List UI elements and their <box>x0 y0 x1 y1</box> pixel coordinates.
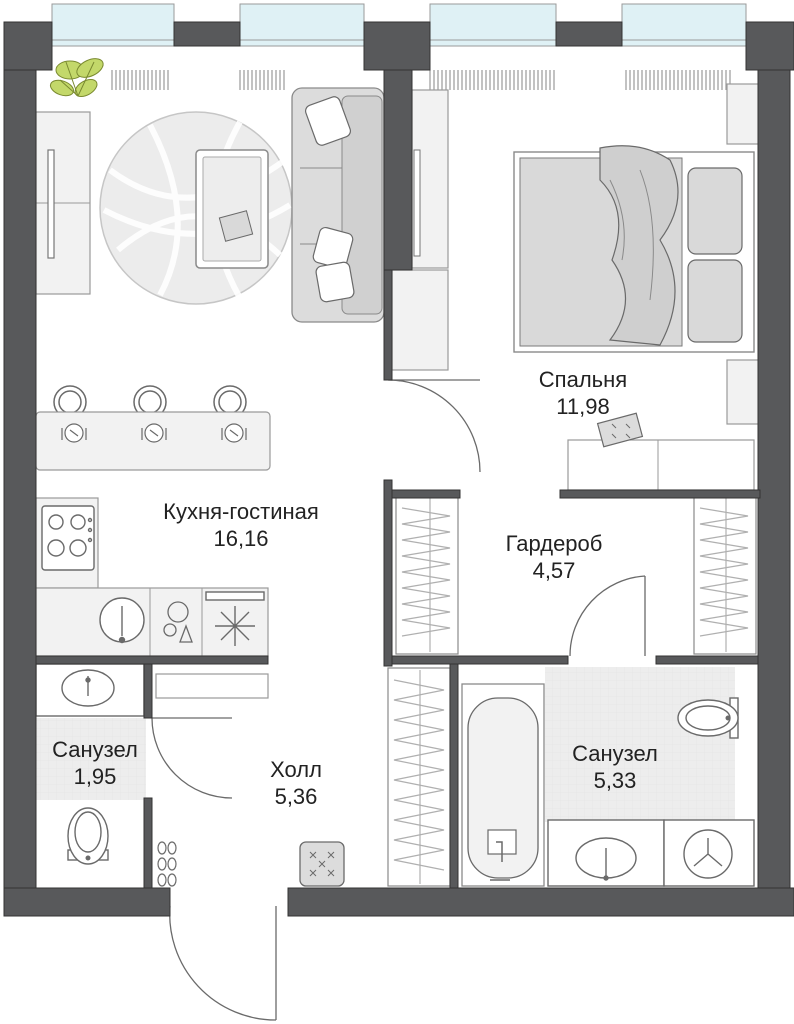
bed <box>513 145 755 353</box>
room-area: 5,33 <box>593 768 637 793</box>
tv-stand <box>35 111 91 295</box>
room-area: 11,98 <box>556 394 610 419</box>
room-name: Санузел <box>572 741 658 766</box>
room-area: 1,95 <box>73 764 117 789</box>
bath-small-door <box>151 717 233 799</box>
bench <box>567 412 755 491</box>
coffee-table <box>195 149 269 269</box>
shoes-icon <box>157 841 177 887</box>
room-label-kitchen: Кухня-гостиная 16,16 <box>126 498 356 552</box>
room-area: 16,16 <box>213 526 269 551</box>
dishwasher-icon <box>163 601 193 643</box>
bath-door <box>569 575 646 657</box>
entrance-door <box>169 905 277 1021</box>
toilet-icon <box>677 697 739 739</box>
room-name: Спальня <box>538 367 628 392</box>
pouf <box>299 841 345 887</box>
room-area: 5,36 <box>274 784 318 809</box>
nightstands <box>726 83 760 425</box>
bathtub-icon <box>461 683 545 887</box>
doors <box>151 379 646 1021</box>
walls <box>3 21 794 917</box>
room-name: Кухня-гостиная <box>163 499 319 524</box>
bar-chairs <box>53 385 247 419</box>
washing-machine-icon <box>663 819 755 887</box>
bath-small-floor <box>36 718 146 800</box>
shoe-rack <box>155 673 269 699</box>
wardrobe-shelves <box>387 495 757 887</box>
room-label-bath-small: Санузел 1,95 <box>40 736 150 790</box>
wardrobe-unit-top <box>411 89 449 269</box>
bar-counter <box>35 411 271 471</box>
bath-large-floor <box>545 667 735 822</box>
room-area: 4,57 <box>532 558 576 583</box>
plant-icon <box>49 58 104 98</box>
radiators <box>111 70 731 90</box>
sink-icon <box>99 597 145 644</box>
room-name: Санузел <box>52 737 138 762</box>
toilet-icon <box>67 807 109 865</box>
windows <box>51 3 747 47</box>
room-label-bath-large: Санузел 5,33 <box>560 740 670 794</box>
stove-icon <box>41 505 95 571</box>
room-label-hall: Холл 5,36 <box>246 756 346 810</box>
sofa <box>291 87 385 323</box>
sink-icon <box>547 819 665 887</box>
fridge-icon <box>205 591 265 646</box>
room-name: Гардероб <box>505 531 603 556</box>
room-label-wardrobe: Гардероб 4,57 <box>484 530 624 584</box>
sink-icon <box>35 663 145 717</box>
bedroom-cabinet <box>391 269 449 371</box>
room-name: Холл <box>270 757 322 782</box>
room-label-bedroom: Спальня 11,98 <box>508 366 658 420</box>
bedroom-door <box>387 379 481 473</box>
